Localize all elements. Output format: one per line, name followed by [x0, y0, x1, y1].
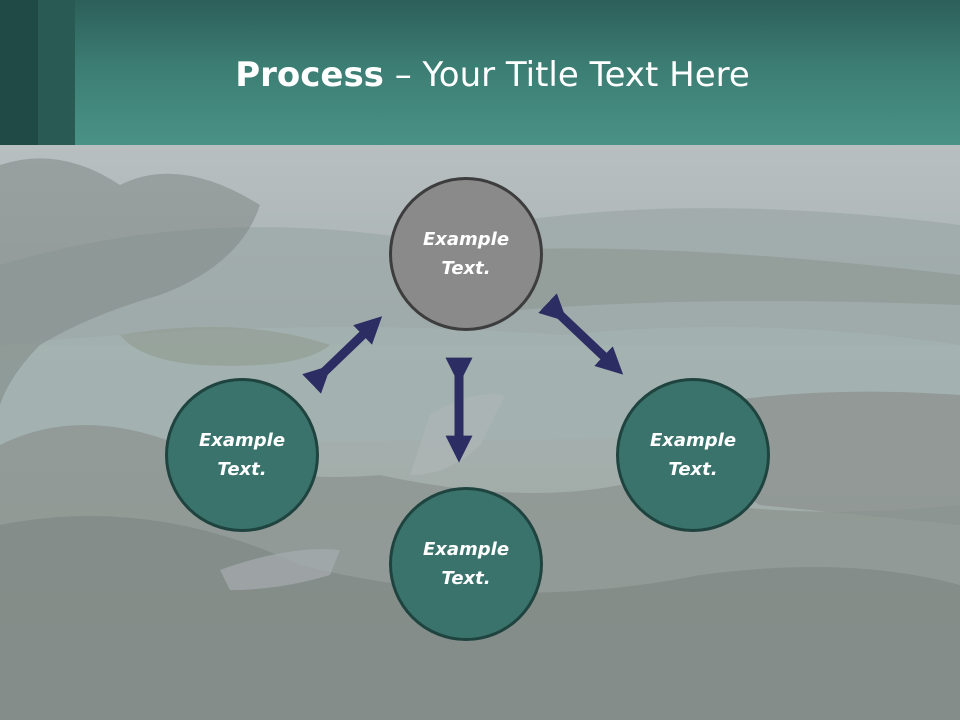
process-node-text: Example Text.: [422, 539, 510, 589]
slide-title: Process – Your Title Text Here: [0, 54, 960, 96]
process-node-right: Example Text.: [616, 378, 770, 532]
slide-title-rest: – Your Title Text Here: [383, 55, 750, 95]
header-accent-bar: [0, 0, 38, 145]
title-bar: Process – Your Title Text Here: [0, 0, 960, 145]
process-node-text: Example Text.: [649, 430, 737, 480]
process-node-text: Example Text.: [422, 229, 510, 279]
process-node-left: Example Text.: [165, 378, 319, 532]
slide-title-bold: Process: [235, 55, 384, 95]
process-node-bottom: Example Text.: [389, 487, 543, 641]
header-accent-bar: [38, 0, 75, 145]
process-node-text: Example Text.: [198, 430, 286, 480]
process-node-top: Example Text.: [389, 177, 543, 331]
